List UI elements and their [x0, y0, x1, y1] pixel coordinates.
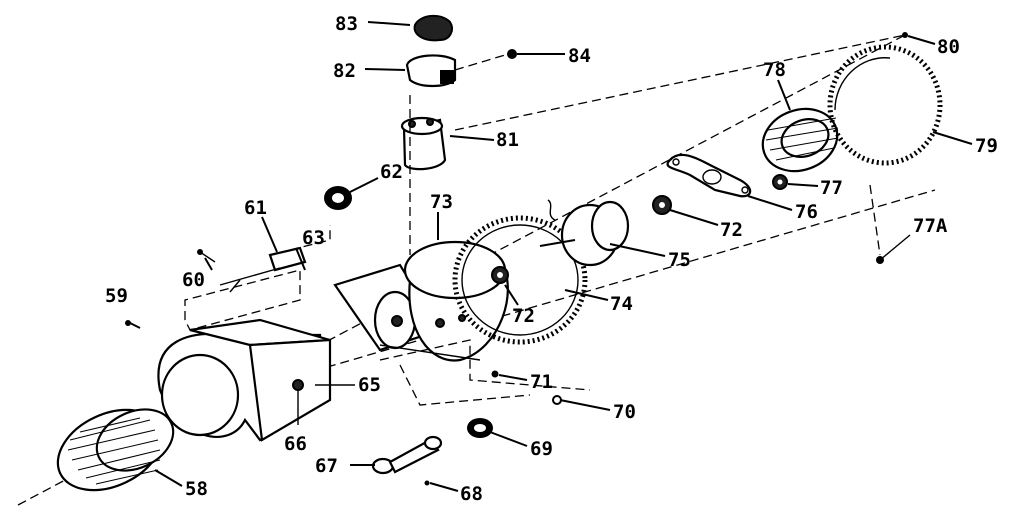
- blower-housing: [157, 318, 332, 442]
- label-78: 78: [763, 59, 786, 81]
- part-72-nut-lower: [491, 266, 509, 284]
- label-66: 66: [284, 433, 307, 455]
- label-74: 74: [610, 293, 633, 315]
- label-79: 79: [975, 135, 998, 157]
- label-65: 65: [358, 374, 381, 396]
- part-67-rod: [371, 435, 443, 475]
- lower-axis-line: [299, 189, 936, 376]
- part-72-nut-upper: [652, 195, 672, 215]
- label-61: 61: [244, 197, 267, 219]
- part-77-nut: [772, 174, 788, 190]
- label-70: 70: [613, 401, 636, 423]
- part-58-blower-wheel: [56, 408, 175, 492]
- label-67: 67: [315, 455, 338, 477]
- part-71-screw: [491, 370, 499, 378]
- part-59-screw: [125, 320, 141, 329]
- part-61-bracket: [184, 246, 307, 331]
- leader-lines: [154, 21, 973, 492]
- label-73: 73: [430, 191, 453, 213]
- label-80: 80: [937, 36, 960, 58]
- label-63: 63: [302, 227, 325, 249]
- part-77a-screw: [876, 234, 911, 264]
- part-76-gasket-plate: [666, 153, 752, 198]
- label-60: 60: [182, 269, 205, 291]
- label-72-lower: 72: [512, 305, 535, 327]
- label-81: 81: [496, 129, 519, 151]
- label-83: 83: [335, 13, 358, 35]
- part-83-cap: [413, 14, 453, 42]
- label-77: 77: [820, 177, 843, 199]
- label-69: 69: [530, 438, 553, 460]
- assembly-path-lower2: [399, 364, 531, 406]
- label-62: 62: [380, 161, 403, 183]
- label-84: 84: [568, 45, 591, 67]
- label-77a: 77A: [913, 215, 948, 237]
- part-75-end-cap: [539, 199, 630, 267]
- part-81-capacitor: [400, 116, 447, 171]
- part-60-screw: [197, 249, 216, 263]
- label-75: 75: [668, 249, 691, 271]
- lower-right-guide: [869, 184, 881, 256]
- part-70-clip: [552, 395, 562, 405]
- part-73-motor: [333, 240, 509, 362]
- label-58: 58: [185, 478, 208, 500]
- assembly-path-lower: [379, 339, 591, 391]
- part-79-cover-ring: [827, 44, 943, 166]
- part-78-fan: [761, 107, 839, 173]
- part-80-screw: [902, 32, 908, 38]
- label-76: 76: [795, 201, 818, 223]
- label-72-upper: 72: [720, 219, 743, 241]
- part-66-nut: [292, 379, 304, 425]
- part-68-screw: [424, 480, 430, 486]
- upper-axis-line: [454, 34, 906, 131]
- label-82: 82: [333, 60, 356, 82]
- part-82-strap: [405, 54, 457, 88]
- label-71: 71: [530, 371, 553, 393]
- label-68: 68: [460, 483, 483, 505]
- part-74-fan-shroud: [452, 215, 588, 345]
- part-84-screw: [454, 49, 517, 71]
- part-62-washer: [324, 186, 352, 210]
- label-59: 59: [105, 285, 128, 307]
- part-69-grommet: [467, 418, 493, 438]
